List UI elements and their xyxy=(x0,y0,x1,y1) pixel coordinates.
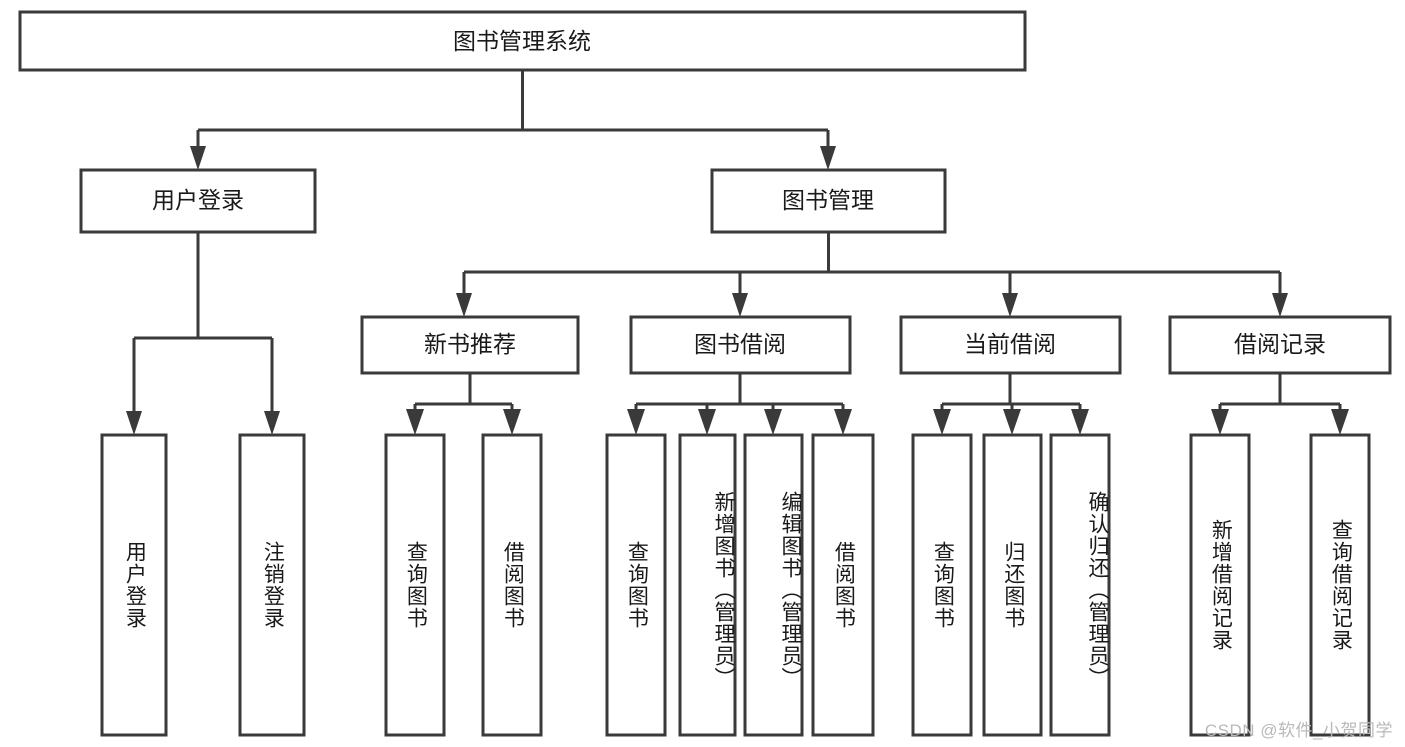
connector-userlogin-to-leaves xyxy=(126,232,280,435)
node-new-book-recommend[interactable]: 新书推荐 xyxy=(360,315,580,375)
connector-bookborrow-to-leaves xyxy=(627,373,852,435)
connector-borrowrecord-to-leaves xyxy=(1211,373,1349,435)
arrow-head-leaf-query-record xyxy=(1331,409,1349,435)
node-user-login-box[interactable] xyxy=(79,168,317,234)
leaf-box-query-book-3[interactable] xyxy=(911,433,973,737)
node-book-management-label: 图书管理 xyxy=(782,187,874,213)
node-user-login[interactable]: 用户登录 xyxy=(79,168,317,234)
leaf-box-add-record[interactable] xyxy=(1189,433,1251,737)
leaf-box-edit-book[interactable] xyxy=(743,433,804,737)
leaf-box-return-book[interactable] xyxy=(982,433,1043,737)
leaf-box-confirm-return[interactable] xyxy=(1049,433,1111,737)
arrow-head-leaf-query-book-3 xyxy=(933,409,951,435)
connector-root-to-level2 xyxy=(190,70,836,170)
leaf-box-borrow-book-1[interactable] xyxy=(481,433,543,737)
node-borrow-record-box[interactable] xyxy=(1168,315,1392,375)
node-book-borrow-label: 图书借阅 xyxy=(694,331,786,357)
arrow-head-leaf-add-record xyxy=(1211,409,1229,435)
leaf-box-user-login[interactable] xyxy=(100,433,168,737)
arrow-head-leaf-add-book xyxy=(698,409,716,435)
watermark-text: CSDN @软件_小贺同学 xyxy=(1204,721,1393,740)
arrow-head-current-borrow xyxy=(1002,293,1018,317)
arrow-head-leaf-query-book-2 xyxy=(627,409,645,435)
arrow-head-borrow-record xyxy=(1272,293,1288,317)
arrow-head-new-book xyxy=(456,293,472,317)
leaf-box-borrow-book-2[interactable] xyxy=(811,433,875,737)
node-borrow-record-label: 借阅记录 xyxy=(1234,331,1326,357)
connector-bookmgmt-to-level3 xyxy=(456,232,1288,317)
arrow-head-leaf-user-login xyxy=(126,411,142,435)
node-current-borrow[interactable]: 当前借阅 xyxy=(899,315,1122,375)
arrow-head-leaf-return-book xyxy=(1003,409,1021,435)
arrow-head-leaf-borrow-book-1 xyxy=(503,409,521,435)
arrow-head-borrow xyxy=(732,293,748,317)
node-new-book-recommend-box[interactable] xyxy=(360,315,580,375)
node-book-management-box[interactable] xyxy=(710,168,947,234)
node-book-borrow[interactable]: 图书借阅 xyxy=(629,315,852,375)
node-book-management[interactable]: 图书管理 xyxy=(710,168,947,234)
arrow-head-user-login xyxy=(190,146,206,170)
node-borrow-record[interactable]: 借阅记录 xyxy=(1168,315,1392,375)
arrow-head-leaf-confirm-return xyxy=(1071,409,1089,435)
arrow-head-book-mgmt xyxy=(820,146,836,170)
node-root-label: 图书管理系统 xyxy=(453,28,591,54)
leaf-box-logout[interactable] xyxy=(238,433,306,737)
leaf-box-add-book[interactable] xyxy=(678,433,737,737)
leaf-box-query-record[interactable] xyxy=(1309,433,1371,737)
node-current-borrow-box[interactable] xyxy=(899,315,1122,375)
arrow-head-leaf-query-book-1 xyxy=(406,409,424,435)
node-root-system[interactable]: 图书管理系统 xyxy=(18,10,1027,72)
leaf-box-query-book-2[interactable] xyxy=(605,433,667,737)
node-root-box[interactable] xyxy=(18,10,1027,72)
connector-currentborrow-to-leaves xyxy=(933,373,1089,435)
arrow-head-leaf-logout xyxy=(264,411,280,435)
node-new-book-recommend-label: 新书推荐 xyxy=(424,331,516,357)
connector-newbook-to-leaves xyxy=(406,373,521,435)
leaf-box-query-book-1[interactable] xyxy=(384,433,446,737)
arrow-head-leaf-borrow-book-2 xyxy=(834,409,852,435)
arrow-head-leaf-edit-book xyxy=(764,409,782,435)
node-book-borrow-box[interactable] xyxy=(629,315,852,375)
node-user-login-label: 用户登录 xyxy=(152,187,244,213)
node-current-borrow-label: 当前借阅 xyxy=(964,331,1056,357)
